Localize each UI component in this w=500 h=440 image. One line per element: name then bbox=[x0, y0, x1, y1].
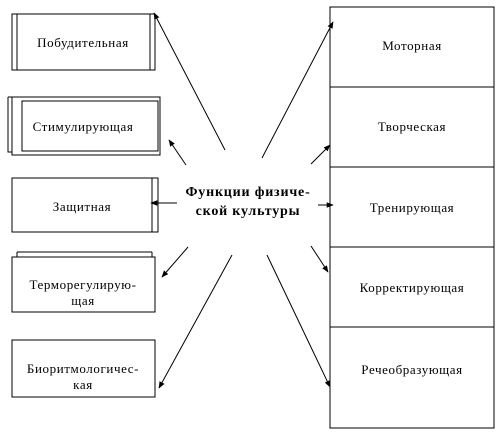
left-box-biorhythmological-line1: Биоритмологичес- bbox=[27, 361, 139, 376]
arrow-to-motivating bbox=[153, 12, 226, 151]
arrow-to-stimulating bbox=[168, 139, 187, 166]
left-box-thermoregulating: Терморегулирую- щая bbox=[11, 251, 156, 313]
left-box-stimulating: Стимулирующая bbox=[7, 96, 161, 156]
left-box-protective-label: Защитная bbox=[53, 199, 111, 214]
right-cell-corrective: Корректирующая bbox=[360, 280, 465, 295]
left-box-biorhythmological: Биоритмологичес- кая bbox=[11, 339, 156, 398]
arrow-to-corrective bbox=[310, 245, 329, 273]
right-column: Моторная Творческая Тренирующая Корректи… bbox=[329, 6, 495, 429]
arrow-to-creative bbox=[310, 144, 331, 165]
right-cell-creative: Творческая bbox=[378, 119, 446, 134]
right-cell-speech-forming: Речеобразующая bbox=[361, 362, 462, 377]
left-box-stimulating-label: Стимулирующая bbox=[33, 119, 134, 134]
left-arrows bbox=[150, 12, 233, 389]
left-box-thermoregulating-line1: Терморегулирую- bbox=[29, 277, 136, 292]
left-box-thermoregulating-line2: щая bbox=[71, 293, 95, 308]
left-box-protective: Защитная bbox=[11, 177, 159, 233]
right-arrows bbox=[261, 21, 334, 388]
arrow-to-motor bbox=[261, 21, 334, 159]
center-label-line2: ской культуры bbox=[196, 204, 301, 219]
arrow-to-speech-forming bbox=[266, 254, 331, 388]
center-label-line1: Функции физиче- bbox=[185, 185, 310, 200]
center-label: Функции физиче- ской культуры bbox=[185, 185, 310, 219]
left-box-biorhythmological-line2: кая bbox=[73, 377, 93, 392]
left-box-motivating-label: Побудительная bbox=[37, 35, 129, 50]
left-box-motivating: Побудительная bbox=[11, 13, 156, 71]
right-cell-training: Тренирующая bbox=[370, 200, 455, 215]
arrow-to-thermoregulating bbox=[161, 246, 189, 278]
right-cell-motor: Моторная bbox=[382, 38, 442, 53]
arrow-to-biorhythmological bbox=[158, 254, 233, 389]
